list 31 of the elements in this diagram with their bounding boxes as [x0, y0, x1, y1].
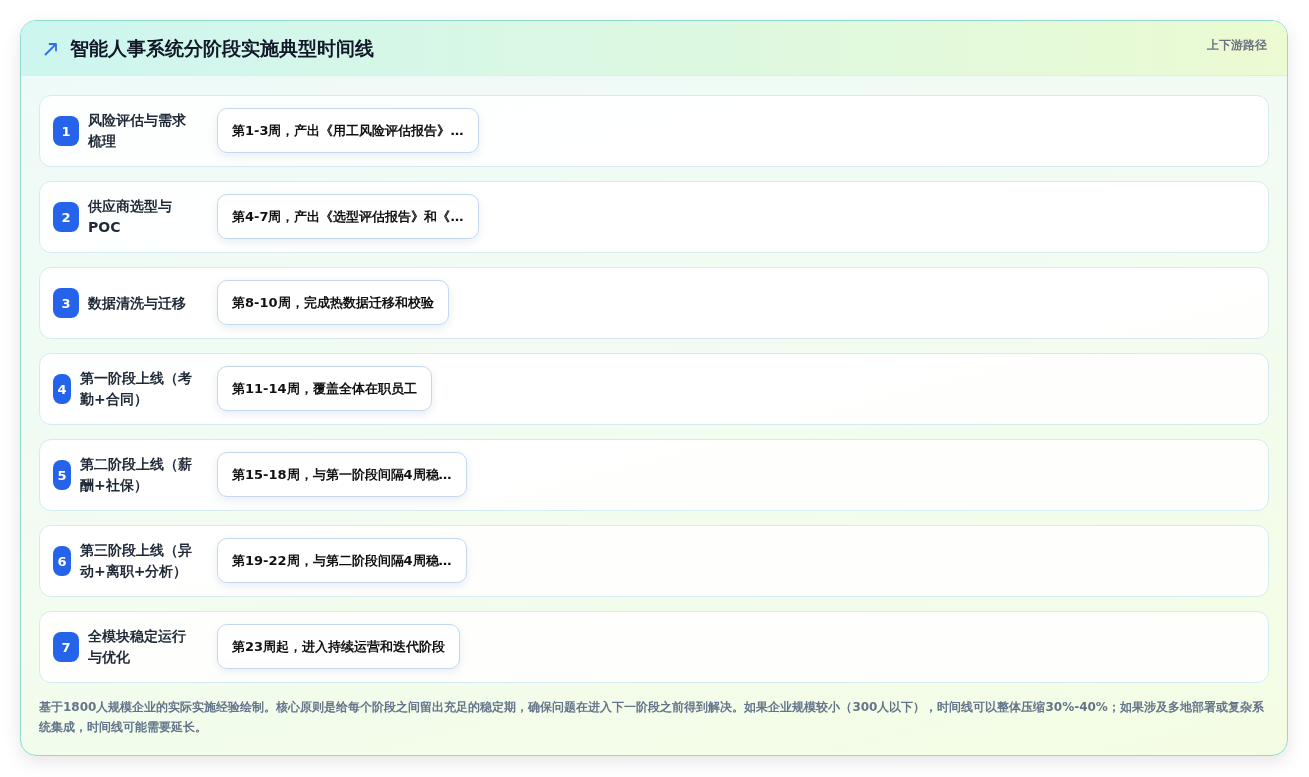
phase-name: 第三阶段上线（异动+离职+分析）: [80, 541, 193, 581]
step-number-badge: 7: [53, 632, 79, 662]
step-number-badge: 4: [53, 374, 71, 404]
phase-detail-box: 第8-10周，完成热数据迁移和校验: [217, 280, 449, 325]
phase-name: 全模块稳定运行与优化: [88, 627, 187, 667]
phase-detail-box: 第19-22周，与第二阶段间隔4周稳…: [217, 538, 467, 583]
phase-detail-box: 第23周起，进入持续运营和迭代阶段: [217, 624, 461, 669]
phase-detail-box: 第4-7周，产出《选型评估报告》和《…: [217, 194, 479, 239]
phase-name: 风险评估与需求梳理: [88, 111, 187, 151]
phase-name: 第一阶段上线（考勤+合同）: [80, 369, 193, 409]
phase-detail-box: 第15-18周，与第一阶段间隔4周稳…: [217, 452, 467, 497]
step-number-badge: 3: [53, 288, 79, 318]
step-number-badge: 5: [53, 460, 71, 490]
footnote: 基于1800人规模企业的实际实施经验绘制。核心原则是给每个阶段之间留出充足的稳定期，确保问题在进入下一阶段之前得到解决。如果企业规模较小（300人以下），时间线可以整体压缩30%-40%；如果涉及多地部署或复杂系统集成，时间线可能需要延长。: [39, 699, 1265, 736]
phase-name: 数据清洗与迁移: [88, 293, 187, 313]
header-note: 上下游路径: [1207, 37, 1267, 53]
phase-row: [39, 353, 1269, 425]
step-number-badge: 6: [53, 546, 71, 576]
phase-detail-box: 第1-3周，产出《用工风险评估报告》…: [217, 108, 479, 153]
phase-name: 第二阶段上线（薪酬+社保）: [80, 455, 193, 495]
phase-row: [39, 267, 1269, 339]
diagram-title: 智能人事系统分阶段实施典型时间线: [70, 36, 374, 61]
phase-name: 供应商选型与POC: [88, 197, 173, 237]
phase-row: [39, 181, 1269, 253]
step-number-badge: 1: [53, 116, 79, 146]
phase-row: [39, 439, 1269, 511]
step-number-badge: 2: [53, 202, 79, 232]
phase-row: [39, 95, 1269, 167]
phase-row: [39, 611, 1269, 683]
phase-row: [39, 525, 1269, 597]
phase-detail-box: 第11-14周，覆盖全体在职员工: [217, 366, 432, 411]
